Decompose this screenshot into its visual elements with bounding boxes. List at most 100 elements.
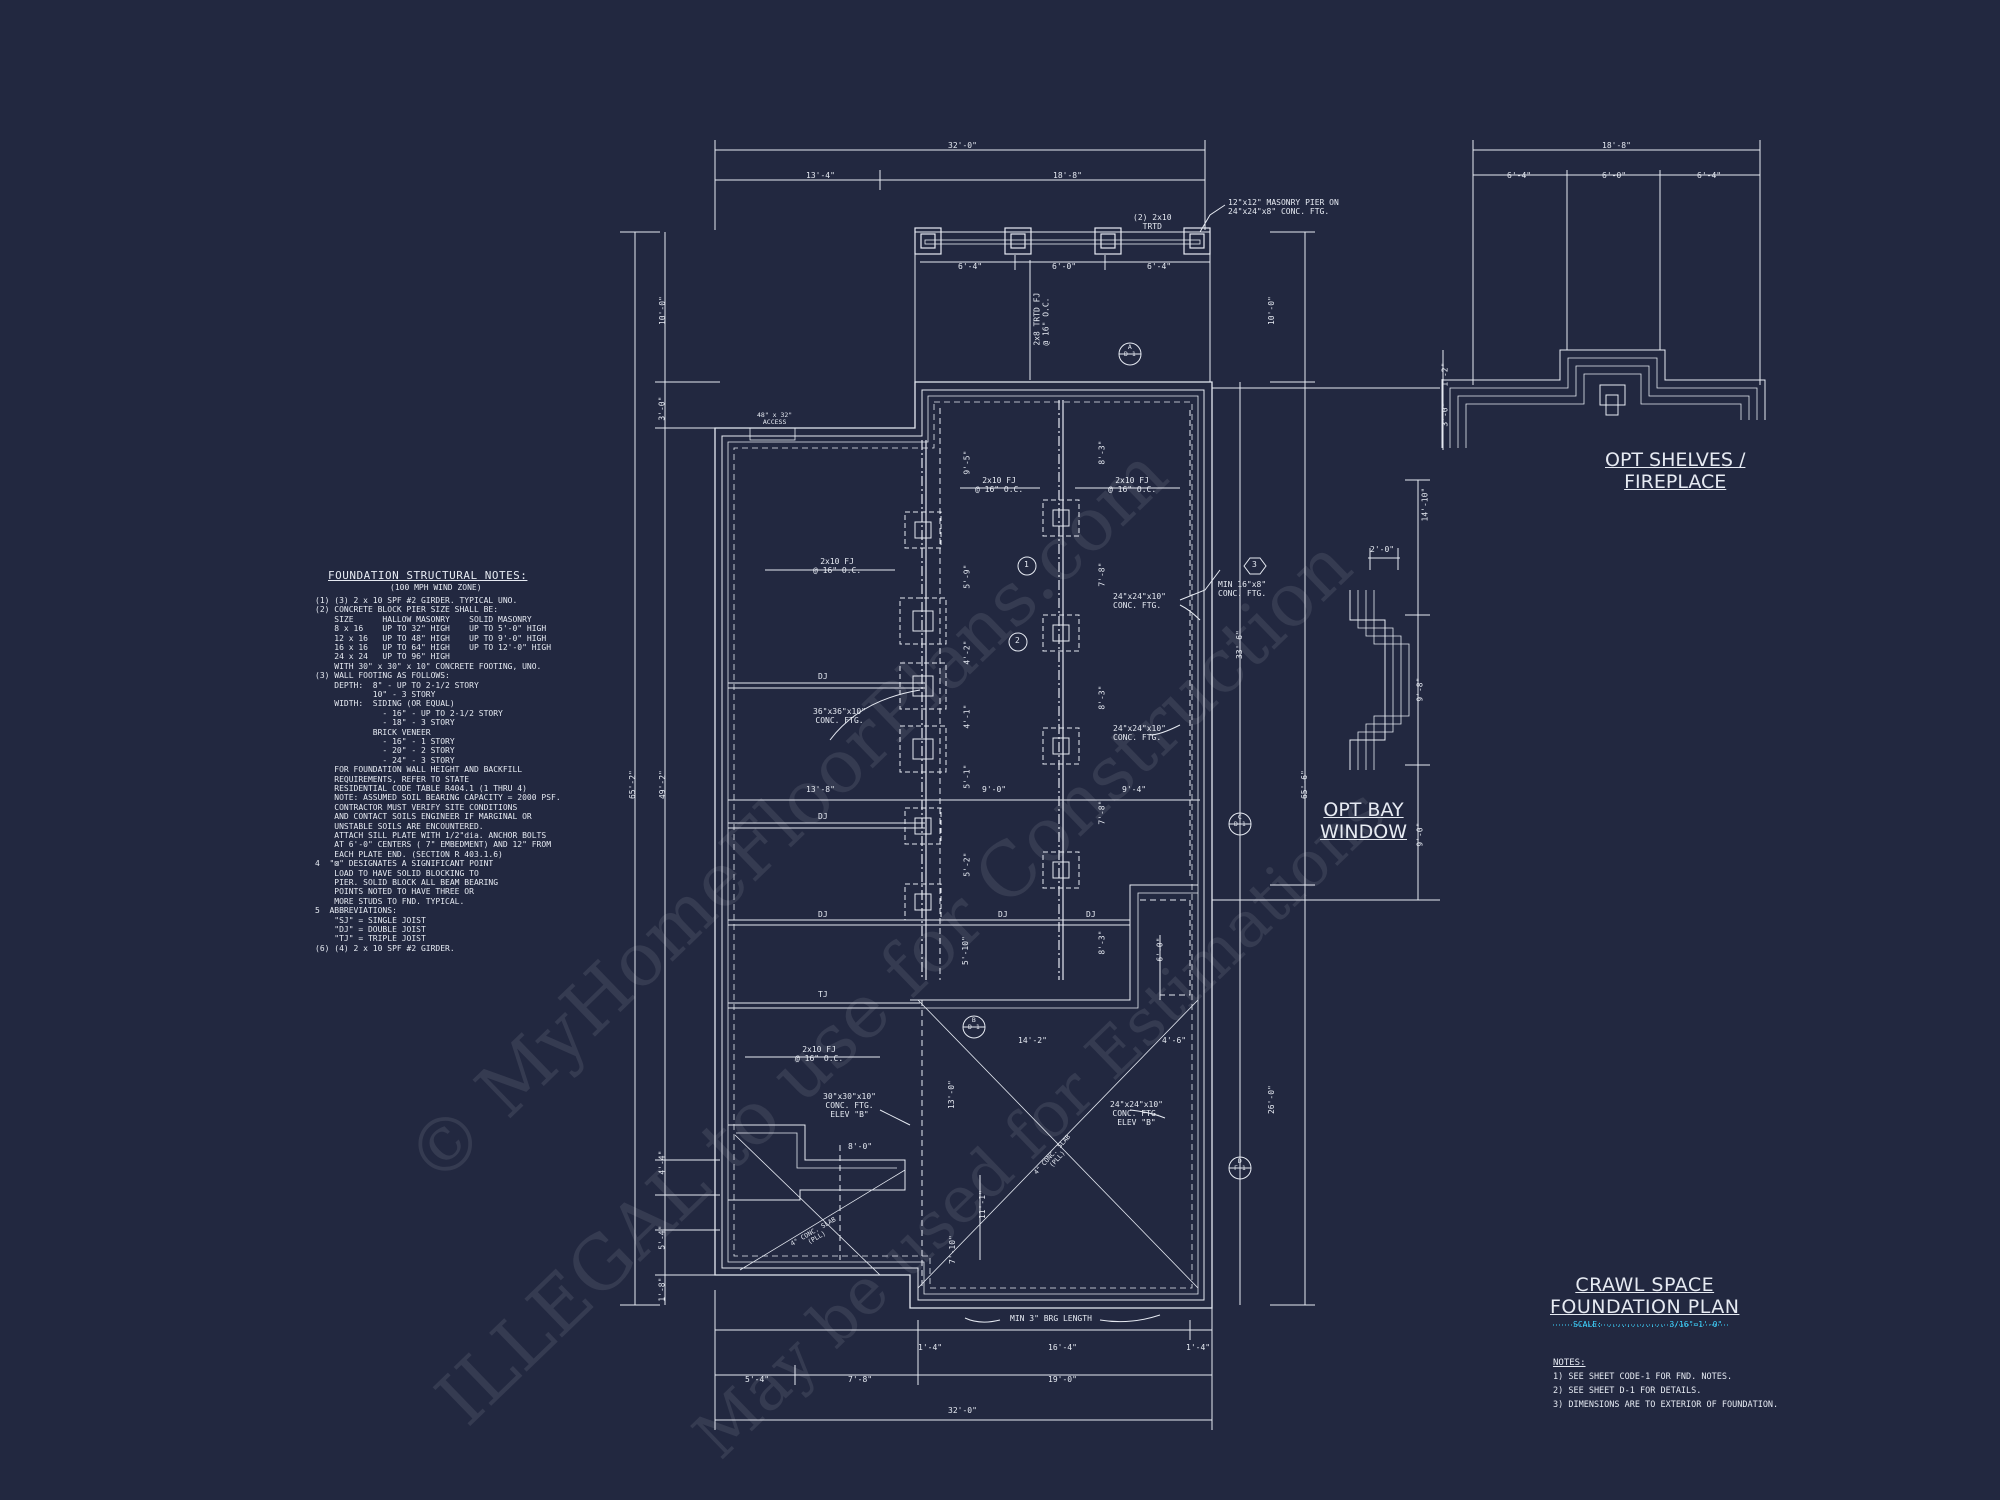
structural-note-line: WITH 30" x 30" x 10" CONCRETE FOOTING, U… <box>315 661 542 671</box>
dim-left-mid: 49'-2" <box>657 770 667 800</box>
dim-top-overall: 32'-0" <box>948 141 977 150</box>
structural-note-line: CONTRACTOR MUST VERIFY SITE CONDITIONS <box>315 802 518 812</box>
dim-top-right: 18'-8" <box>1053 171 1082 180</box>
opt-bay-title: OPT BAY WINDOW <box>1320 799 1407 843</box>
structural-note-line: - 20" - 2 STORY <box>315 746 455 756</box>
dim-top-left: 13'-4" <box>806 171 835 180</box>
label-ftg-36: 36"x36"x10" CONC. FTG. <box>813 707 866 726</box>
general-note-1: 1) SEE SHEET CODE-1 FOR FND. NOTES. <box>1553 1372 1733 1382</box>
structural-note-line: BRICK VENEER <box>315 727 431 737</box>
dim-bottom-b: 16'-4" <box>1048 1343 1077 1352</box>
dim-left-4: 4'-4" <box>657 1150 667 1175</box>
label-dj-1: DJ <box>818 672 828 681</box>
dim-col-5-1: 5'-1" <box>962 764 972 789</box>
label-dj-5: DJ <box>1086 910 1096 919</box>
dim-col-8-3b: 8'-3" <box>1097 685 1107 710</box>
label-masonry-pier: 12"x12" MASONRY PIER ON 24"x24"x8" CONC.… <box>1228 198 1339 217</box>
dim-left-1: 1'-8" <box>657 1277 667 1302</box>
section-tag-a: A D-1 <box>1124 343 1136 359</box>
dim-right-26: 26'-0" <box>1266 1085 1276 1115</box>
structural-note-line: POINTS NOTED TO HAVE THREE OR <box>315 887 474 897</box>
label-ftg-24c: 24"x24"x10" CONC. FTG. ELEV "B" <box>1110 1100 1163 1128</box>
structural-note-line: 8 x 16 UP TO 32" HIGH UP TO 5'-0" HIGH <box>315 624 547 634</box>
structural-note-line: "SJ" = SINGLE JOIST <box>315 915 426 925</box>
dim-left-overall: 65'-2" <box>627 770 637 800</box>
dim-porch-c: 6'-4" <box>1147 262 1172 271</box>
section-tag-c: C D-1 <box>1234 813 1246 829</box>
opt-bay-dim-a: 14'-10" <box>1420 487 1430 522</box>
label-dj-2: DJ <box>818 812 828 821</box>
structural-note-line: "TJ" = TRIPLE JOIST <box>315 934 426 944</box>
dim-bottom-d: 5'-4" <box>745 1375 770 1384</box>
label-ftg-24a: 24"x24"x10" CONC. FTG. <box>1113 592 1166 611</box>
structural-note-line: ATTACH SILL PLATE WITH 1/2"dia. ANCHOR B… <box>315 831 547 840</box>
dim-col-5-10: 5'-10" <box>960 936 970 966</box>
dim-bottom-c: 1'-4" <box>1186 1343 1211 1352</box>
opt-shelves-dim-c: 6'-4" <box>1697 171 1722 180</box>
dim-bottom-overall: 32'-0" <box>948 1406 977 1415</box>
structural-note-line: 24 x 24 UP TO 96" HIGH <box>315 652 450 662</box>
section-tag-b: B D-1 <box>968 1016 980 1032</box>
structural-note-line: (6) (4) 2 x 10 SPF #2 GIRDER. <box>315 943 455 953</box>
notes-subtitle: (100 MPH WIND ZONE) <box>390 583 482 592</box>
structural-note-line: (2) CONCRETE BLOCK PIER SIZE SHALL BE: <box>315 605 499 615</box>
dim-bottom-e: 7'-8" <box>848 1375 873 1384</box>
label-ftg-30: 30"x30"x10" CONC. FTG. ELEV "B" <box>823 1092 876 1120</box>
structural-note-line: SIZE HALLOW MASONRY SOLID MASONRY <box>315 614 532 624</box>
label-fj-a: 2x10 FJ @ 16" O.C. <box>813 557 862 576</box>
dim-right-overall: 65'-6" <box>1299 770 1309 800</box>
structural-note-line: (3) WALL FOOTING AS FOLLOWS: <box>315 671 450 681</box>
dim-mid-8-0: 8'-0" <box>848 1142 873 1151</box>
dim-right-33: 33'-6" <box>1234 630 1244 660</box>
opt-shelves-dim-a: 6'-4" <box>1507 171 1532 180</box>
structural-note-line: - 16" - UP TO 2-1/2 STORY <box>315 708 503 718</box>
label-trtd: (2) 2x10 TRTD <box>1133 213 1172 232</box>
dim-col-8-3c: 8'-3" <box>1097 930 1107 955</box>
dim-col-11-1: 11'-1" <box>977 1190 987 1220</box>
opt-bay-dim-b: 9'-8" <box>1415 677 1425 702</box>
structural-note-line: "DJ" = DOUBLE JOIST <box>315 925 426 934</box>
tag-3: 3 <box>1252 560 1257 569</box>
structural-note-line: 12 x 16 UP TO 48" HIGH UP TO 9'-0" HIGH <box>315 633 547 643</box>
structural-note-line: FOR FOUNDATION WALL HEIGHT AND BACKFILL <box>315 765 523 775</box>
dim-mid-9-0: 9'-0" <box>982 785 1007 794</box>
dim-mid-13-8: 13'-8" <box>806 785 835 794</box>
structural-note-line: WIDTH: SIDING (OR EQUAL) <box>315 699 455 709</box>
structural-note-line: REQUIREMENTS, REFER TO STATE <box>315 774 470 784</box>
dim-left-10: 10'-0" <box>657 296 667 326</box>
structural-note-line: NOTE: ASSUMED SOIL BEARING CAPACITY = 20… <box>315 793 561 803</box>
dim-mid-9-4: 9'-4" <box>1122 785 1147 794</box>
opt-shelves-dim-total: 18'-8" <box>1602 141 1631 150</box>
structural-note-line: EACH PLATE END. (SECTION R 403.1.6) <box>315 849 503 859</box>
label-min-brg: MIN 3" BRG LENGTH <box>1010 1314 1092 1323</box>
section-tag-d: D F-1 <box>1234 1157 1246 1173</box>
label-access: 48" x 32" ACCESS <box>757 411 793 427</box>
dim-mid-14-2: 14'-2" <box>1018 1036 1047 1045</box>
dim-porch-a: 6'-4" <box>958 262 983 271</box>
structural-note-line: RESIDENTIAL CODE TABLE R404.1 (1 THRU 4) <box>315 784 527 793</box>
dim-left-5: 5'-4" <box>657 1225 667 1250</box>
general-note-3: 3) DIMENSIONS ARE TO EXTERIOR OF FOUNDAT… <box>1553 1400 1779 1410</box>
structural-note-line: 5 ABBREVIATIONS: <box>315 906 397 916</box>
dim-bottom-f: 19'-0" <box>1048 1375 1077 1384</box>
structural-note-line: LOAD TO HAVE SOLID BLOCKING TO <box>315 868 479 878</box>
label-fj-d: 2x10 FJ @ 16" O.C. <box>795 1045 844 1064</box>
structural-note-line: PIER. SOLID BLOCK ALL BEAM BEARING <box>315 878 499 887</box>
structural-note-line: - 18" - 3 STORY <box>315 718 455 728</box>
label-ftg-24b: 24"x24"x10" CONC. FTG. <box>1113 724 1166 743</box>
structural-note-line: UNSTABLE SOILS ARE ENCOUNTERED. <box>315 821 484 831</box>
structural-note-line: 16 x 16 UP TO 64" HIGH UP TO 12'-0" HIGH <box>315 643 552 652</box>
structural-note-line: AND CONTACT SOILS ENGINEER IF MARGINAL O… <box>315 812 532 822</box>
dim-bottom-a: 1'-4" <box>918 1343 943 1352</box>
label-dj-3: DJ <box>818 910 828 919</box>
dim-col-7-8b: 7'-8" <box>1097 800 1107 825</box>
dim-col-9-5: 9'-5" <box>962 450 972 475</box>
structural-note-line: 4 "⊠" DESIGNATES A SIGNIFICANT POINT <box>315 859 494 869</box>
dim-mid-4-6: 4'-6" <box>1162 1036 1187 1045</box>
plan-title: CRAWL SPACE FOUNDATION PLAN <box>1550 1274 1740 1318</box>
label-dj-4: DJ <box>998 910 1008 919</box>
opt-shelves-dim-b: 6'-0" <box>1602 171 1627 180</box>
general-notes-title: NOTES: <box>1553 1358 1586 1368</box>
